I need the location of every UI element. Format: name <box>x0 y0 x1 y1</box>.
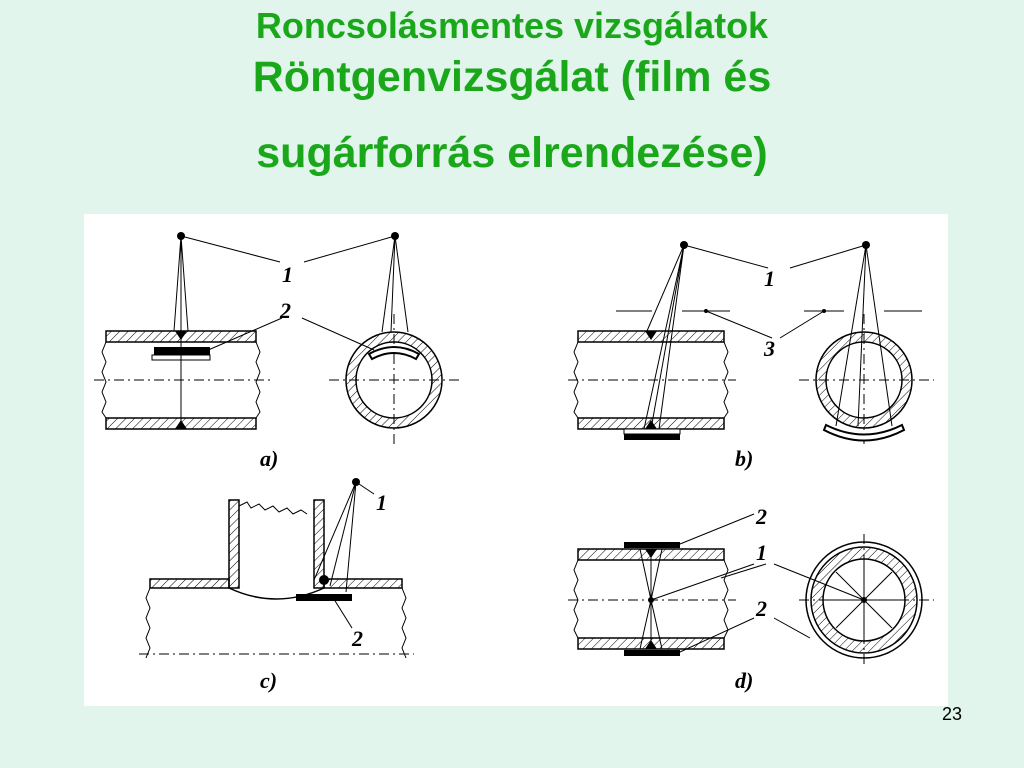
panel-d-label-2-bottom: 2 <box>755 596 767 621</box>
panel-d-rays <box>639 513 865 653</box>
xray-arrangement-figure: 1 2 a) <box>84 214 948 706</box>
panel-d: 2 1 2 d) <box>568 504 934 693</box>
panel-c: 1 2 c) <box>139 478 414 693</box>
panel-c-label-1: 1 <box>376 490 387 515</box>
panel-d-ring-section <box>799 534 934 666</box>
panel-b: 1 3 b) <box>568 241 934 471</box>
panel-a-pipe-section <box>94 327 270 430</box>
panel-b-ring-section <box>799 314 934 446</box>
panel-b-caption: b) <box>735 446 753 471</box>
panel-b-source-1 <box>680 241 688 249</box>
slide-title-line-1: Roncsolásmentes vizsgálatok <box>255 5 769 46</box>
panel-a-rays <box>173 235 409 352</box>
panel-a-caption: a) <box>260 446 278 471</box>
panel-c-caption: c) <box>260 668 277 693</box>
slide-page-number: 23 <box>941 704 962 724</box>
panel-c-branch-pipe <box>139 499 414 659</box>
slide-title-line-2: Röntgenvizsgálat (film és <box>252 53 772 101</box>
panel-d-caption: d) <box>735 668 753 693</box>
panel-a-label-2: 2 <box>279 298 291 323</box>
slide-title-line-3: sugárforrás elrendezése) <box>256 129 768 177</box>
panel-b-label-1: 1 <box>764 266 775 291</box>
panel-a: 1 2 a) <box>94 232 459 471</box>
panel-b-rays <box>616 244 922 430</box>
panel-a-ring-section <box>329 314 459 446</box>
panel-b-source-2 <box>862 241 870 249</box>
panel-a-label-1: 1 <box>282 262 293 287</box>
panel-c-label-2: 2 <box>351 626 363 651</box>
panel-d-source <box>648 597 654 603</box>
panel-d-label-2-top: 2 <box>755 504 767 529</box>
panel-c-source <box>352 478 360 486</box>
panel-b-label-3: 3 <box>763 336 775 361</box>
panel-a-source-1 <box>177 232 185 240</box>
panel-d-label-1: 1 <box>756 540 767 565</box>
panel-a-source-2 <box>391 232 399 240</box>
